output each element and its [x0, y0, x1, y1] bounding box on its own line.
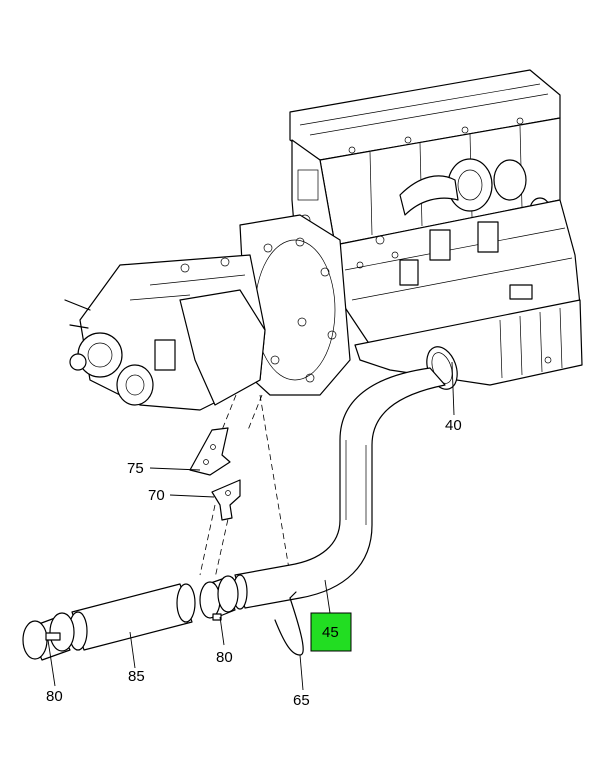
callout-75: 75: [127, 460, 144, 477]
reference-dashes: [199, 394, 291, 579]
part-45-exhaust-pipe: [232, 367, 446, 610]
callout-80-mid: 80: [216, 649, 233, 666]
callout-70: 70: [148, 487, 165, 504]
part-75-bracket: [189, 427, 231, 476]
part-80-clamp-left: [22, 612, 75, 661]
callout-85: 85: [128, 668, 145, 685]
highlight-box-45: [310, 612, 352, 652]
callout-65: 65: [293, 692, 310, 709]
transmission: [64, 254, 266, 411]
callout-80-left: 80: [46, 688, 63, 705]
callout-40: 40: [445, 417, 462, 434]
part-70-bracket: [211, 479, 241, 521]
leader-lines: [47, 361, 455, 691]
callout-45[interactable]: 45: [322, 624, 339, 641]
part-80-clamp-mid: [199, 575, 239, 621]
engine-block: [239, 69, 583, 396]
part-85-straight-pipe: [68, 583, 196, 651]
